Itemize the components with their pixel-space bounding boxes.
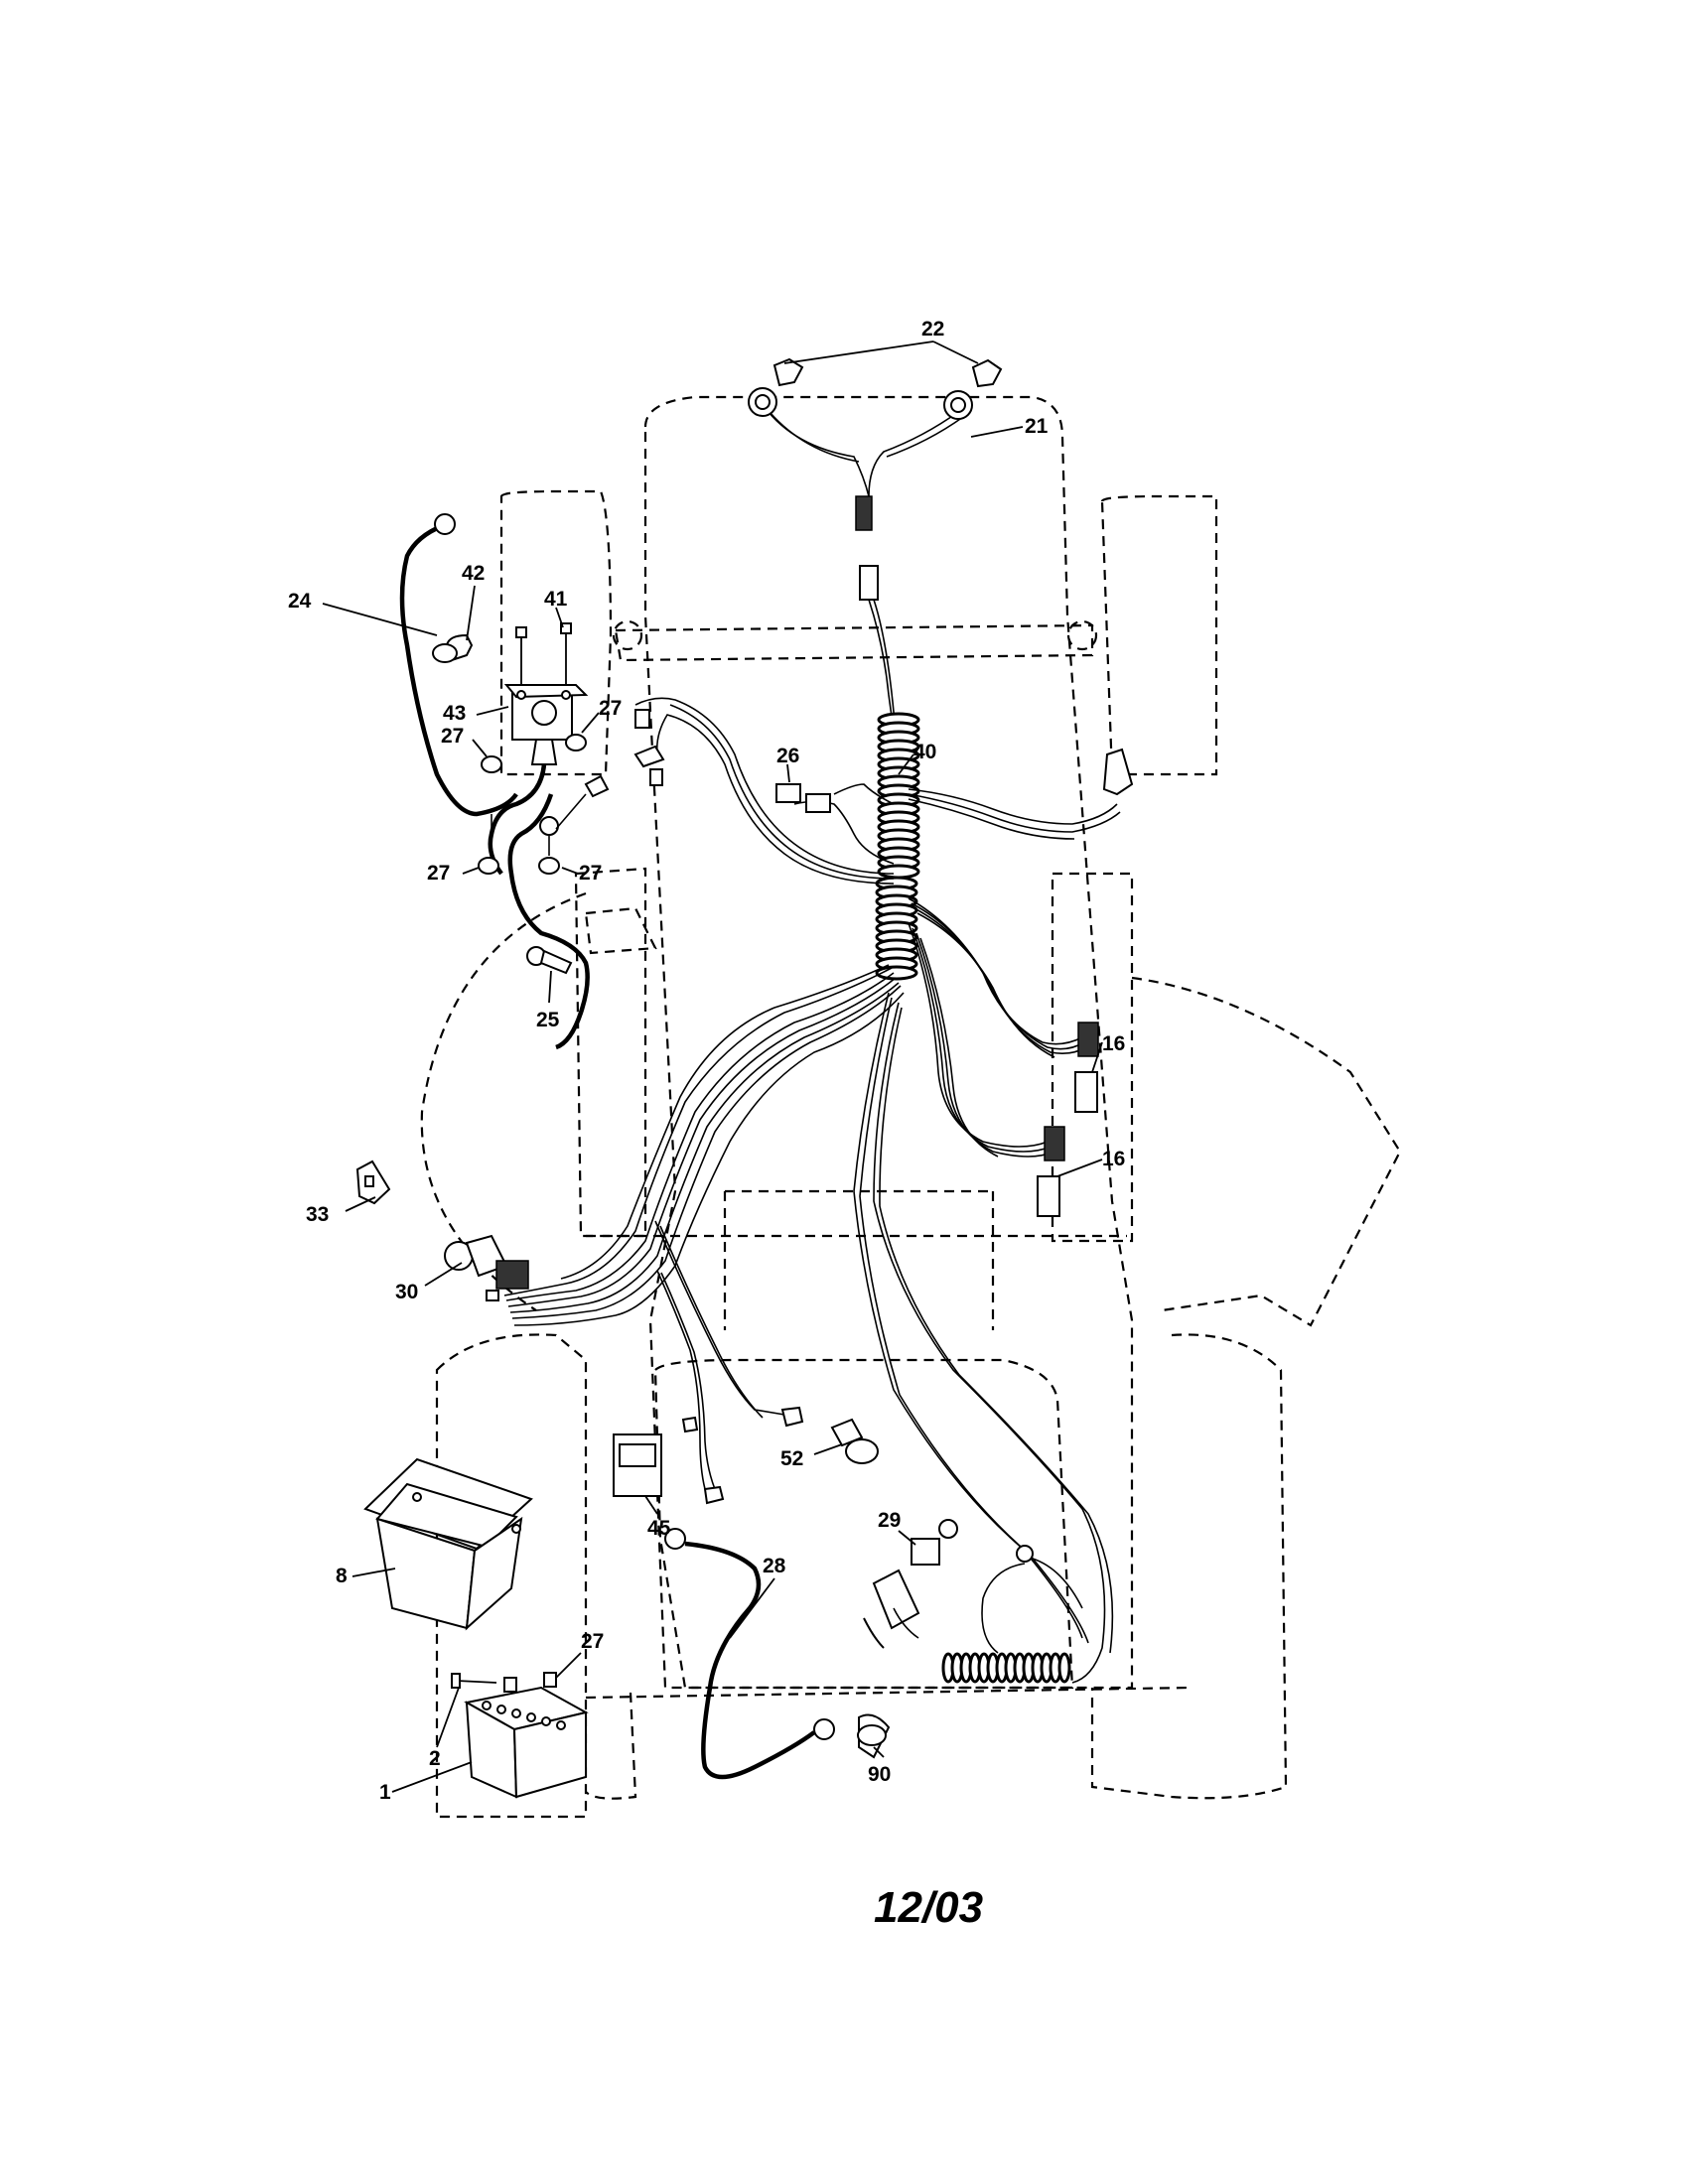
callout-27-e: 27 (581, 1630, 604, 1653)
callout-40: 40 (913, 741, 936, 763)
callout-29: 29 (878, 1509, 901, 1532)
callout-22: 22 (921, 318, 944, 341)
seat-switch-icon (1102, 748, 1134, 796)
coil-ring (1057, 1652, 1071, 1684)
callout-28: 28 (763, 1555, 786, 1577)
ignition-connector-icon (495, 1260, 529, 1290)
callout-2: 2 (429, 1747, 441, 1770)
right-branch (908, 897, 1099, 1217)
callout-45: 45 (647, 1517, 671, 1540)
upper-left-branch (633, 697, 895, 885)
nut-27a-icon (481, 755, 502, 773)
callout-33: 33 (306, 1203, 329, 1226)
nut-27c-icon (478, 857, 499, 875)
bulb-left-icon (772, 357, 804, 387)
connector-26b-icon (805, 793, 831, 813)
battery-tray (363, 1457, 533, 1631)
callout-43: 43 (443, 702, 466, 725)
cable-25-end-icon (539, 949, 573, 975)
ignition-switch (355, 1160, 529, 1301)
upper-right-branch (908, 748, 1134, 840)
callout-90: 90 (868, 1763, 891, 1786)
callout-16-a: 16 (1102, 1032, 1125, 1055)
connector-26a-icon (775, 783, 801, 803)
headlight-connector-icon (855, 495, 873, 531)
callout-42: 42 (462, 562, 485, 585)
solenoid-assembly (399, 513, 610, 1050)
callout-27-d: 27 (579, 862, 602, 885)
callout-26: 26 (776, 745, 799, 767)
callout-52: 52 (780, 1447, 803, 1470)
callout-1: 1 (379, 1781, 391, 1804)
date-code: 12/03 (874, 1883, 983, 1932)
callout-24: 24 (288, 590, 312, 613)
lower-terminals (613, 1406, 879, 1505)
connector-29-plug-icon (872, 1569, 920, 1630)
connector-16-lower-icon (1044, 1126, 1065, 1161)
battery (451, 1672, 589, 1799)
callout-30: 30 (395, 1281, 418, 1303)
callout-16-b: 16 (1102, 1148, 1125, 1170)
connector-16-upper-icon (1077, 1022, 1099, 1057)
callout-27-b: 27 (599, 697, 622, 720)
harness-coil (875, 712, 1071, 1684)
leader-lines (322, 341, 1103, 1793)
bulb-right-icon (971, 358, 1003, 388)
lower-right-parts (857, 1519, 1083, 1759)
callout-27-a: 27 (441, 725, 464, 748)
callout-25: 25 (536, 1009, 560, 1031)
headlight-assembly (748, 357, 1003, 736)
coil-ring (877, 864, 920, 880)
callout-27-c: 27 (427, 862, 450, 885)
nut-27b-icon (565, 734, 587, 751)
callout-8: 8 (336, 1565, 348, 1587)
nut-27d-icon (538, 857, 560, 875)
bolt-2-icon (451, 1673, 461, 1689)
ground-cable-28 (664, 1528, 835, 1780)
callout-41: 41 (544, 588, 568, 611)
switch-29-icon (911, 1538, 940, 1566)
callout-21: 21 (1025, 415, 1049, 438)
harness-wires (503, 964, 1114, 1684)
callout-labels: 22 21 24 42 41 43 27 27 27 27 26 40 25 1… (288, 318, 1125, 1804)
bulb-socket-52-icon (830, 1418, 864, 1447)
